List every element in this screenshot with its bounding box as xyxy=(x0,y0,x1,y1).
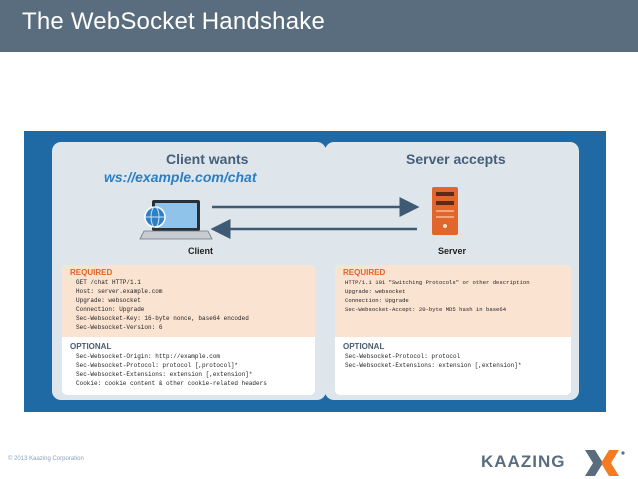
server-required-section xyxy=(335,265,571,337)
client-optional-line: Sec-Websocket-Extensions: extension [,ex… xyxy=(76,371,253,378)
server-heading: Server accepts xyxy=(406,151,506,167)
server-icon xyxy=(432,187,458,235)
logo-wordmark: KAAZING xyxy=(481,452,566,471)
server-headers-box: REQUIRED HTTP/1.1 101 "Switching Protoco… xyxy=(335,265,571,395)
server-optional-line: Sec-Websocket-Extensions: extension [,ex… xyxy=(345,362,522,369)
client-required-line: Host: server.example.com xyxy=(76,288,163,295)
server-required-line: Upgrade: websocket xyxy=(345,288,406,295)
client-required-line: Connection: Upgrade xyxy=(76,306,145,313)
title-bar: The WebSocket Handshake xyxy=(0,0,638,52)
client-required-line: Upgrade: websocket xyxy=(76,297,141,304)
server-required-label: REQUIRED xyxy=(343,268,386,277)
client-required-label: REQUIRED xyxy=(70,268,113,277)
diagram-graphics xyxy=(139,187,458,240)
server-required-list: HTTP/1.1 101 "Switching Protocols" or ot… xyxy=(345,278,530,314)
server-optional-list: Sec-Websocket-Protocol: protocol Sec-Web… xyxy=(345,352,521,370)
client-required-line: GET /chat HTTP/1.1 xyxy=(76,279,141,286)
server-optional-label: OPTIONAL xyxy=(343,342,385,351)
client-label: Client xyxy=(188,246,214,256)
server-required-line: Connection: Upgrade xyxy=(345,297,409,304)
client-optional-line: Sec-Websocket-Protocol: protocol [,proto… xyxy=(76,362,239,369)
server-optional-line: Sec-Websocket-Protocol: protocol xyxy=(345,353,461,360)
client-optional-list: Sec-Websocket-Origin: http://example.com… xyxy=(76,352,267,388)
client-heading: Client wants xyxy=(166,151,249,167)
client-url: ws://example.com/chat xyxy=(104,169,257,185)
client-required-list: GET /chat HTTP/1.1 Host: server.example.… xyxy=(76,278,249,332)
slide-title: The WebSocket Handshake xyxy=(22,8,325,35)
handshake-diagram: Client wants ws://example.com/chat Clien… xyxy=(24,131,606,412)
client-optional-line: Cookie: cookie content & other cookie-re… xyxy=(76,380,267,387)
client-required-line: Sec-Websocket-Key: 16-byte nonce, base64… xyxy=(76,315,249,322)
client-optional-label: OPTIONAL xyxy=(70,342,112,351)
client-required-section xyxy=(62,265,315,337)
client-headers-box: REQUIRED GET /chat HTTP/1.1 Host: server… xyxy=(62,265,315,395)
client-panel: Client wants ws://example.com/chat Clien… xyxy=(52,142,326,400)
server-label: Server xyxy=(438,246,467,256)
kaazing-logo-mark-icon xyxy=(585,450,625,476)
server-required-line: HTTP/1.1 101 "Switching Protocols" or ot… xyxy=(345,279,530,286)
server-required-line: Sec-Websocket-Accept: 20-byte MD5 hash i… xyxy=(345,306,507,313)
client-required-line: Sec-Websocket-Version: 6 xyxy=(76,324,163,331)
copyright-text: © 2013 Kaazing Corporation xyxy=(8,456,84,462)
globe-icon xyxy=(144,206,166,228)
server-panel: Server accepts Server REQUIRED HTTP/1.1 … xyxy=(325,142,579,400)
client-optional-line: Sec-Websocket-Origin: http://example.com xyxy=(76,353,221,360)
